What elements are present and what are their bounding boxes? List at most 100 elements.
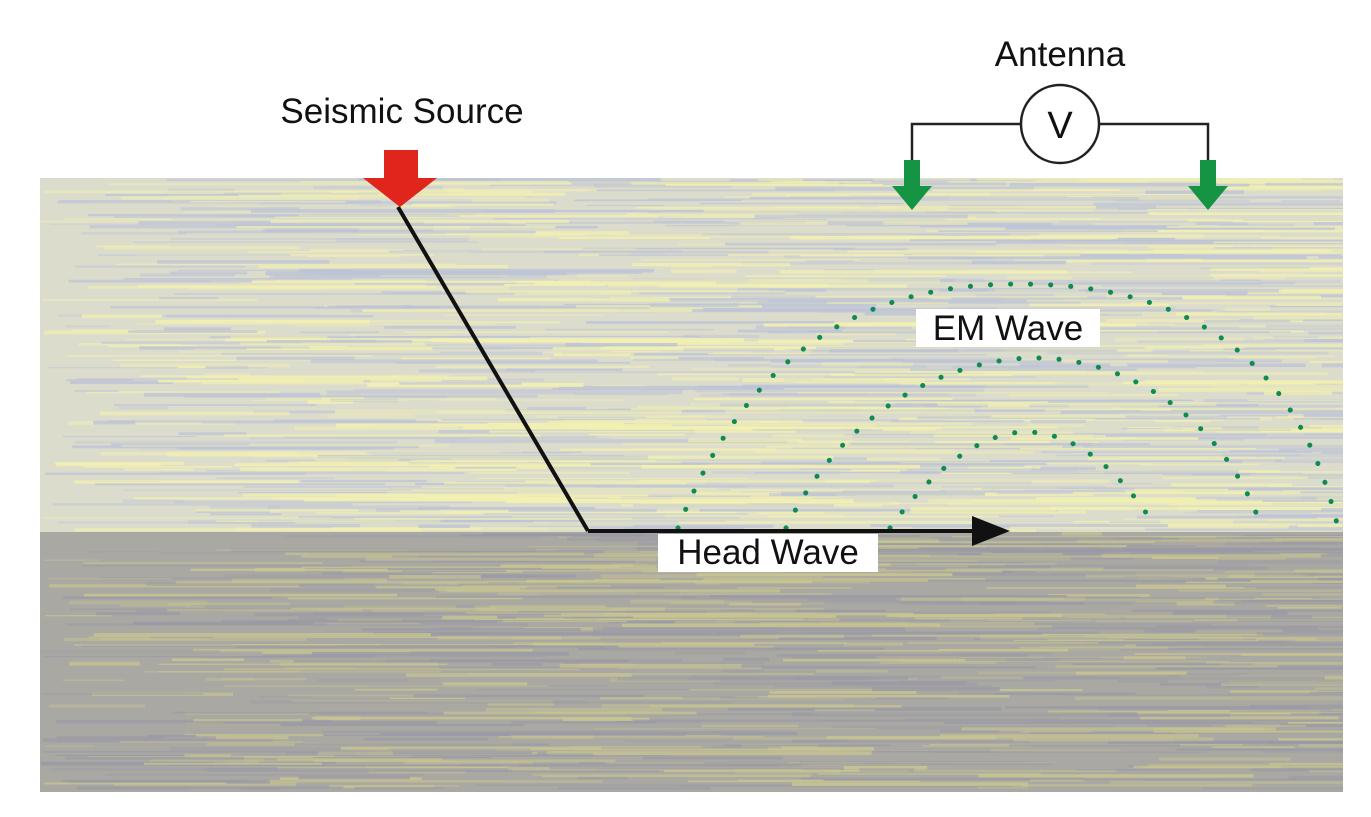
upper-layer-streak: [582, 247, 855, 250]
upper-layer-streak: [167, 188, 235, 192]
upper-layer-streak: [1140, 463, 1260, 466]
upper-layer-streak: [104, 246, 300, 250]
upper-layer-streak: [1272, 246, 1343, 251]
lower-layer-streak: [1068, 648, 1343, 651]
lower-layer-streak: [919, 761, 1053, 766]
lower-layer-streak: [1077, 539, 1343, 543]
upper-layer-streak: [81, 232, 187, 235]
upper-layer-streak: [729, 179, 1043, 182]
upper-layer-streak: [335, 409, 682, 414]
upper-layer-streak: [315, 306, 650, 310]
lower-layer-streak: [361, 628, 581, 632]
upper-layer-streak: [996, 240, 1214, 244]
upper-layer-streak: [122, 499, 184, 503]
upper-layer-streak: [210, 280, 555, 283]
upper-layer-streak: [303, 497, 560, 502]
lower-layer-streak: [938, 648, 1121, 651]
upper-layer-streak: [1262, 500, 1343, 502]
lower-layer-streak: [146, 734, 197, 738]
upper-layer-streak: [143, 392, 321, 397]
lower-layer-streak: [1023, 676, 1325, 680]
upper-layer-streak: [527, 406, 586, 411]
lower-layer-streak: [1072, 663, 1222, 665]
lower-layer-streak: [989, 620, 1091, 622]
lower-layer-streak: [317, 678, 410, 682]
lower-layer-streak: [511, 636, 780, 640]
lower-layer-streak: [928, 579, 1251, 582]
upper-layer-streak: [1118, 456, 1257, 458]
lower-layer-streak: [293, 659, 629, 663]
upper-layer-streak: [249, 437, 470, 440]
upper-layer-streak: [1213, 247, 1343, 249]
upper-layer-streak: [633, 278, 985, 283]
lower-layer-streak: [642, 756, 783, 760]
upper-layer-streak: [1284, 473, 1343, 475]
upper-layer-streak: [476, 478, 749, 480]
upper-layer-streak: [1194, 429, 1292, 431]
upper-layer-streak: [725, 409, 975, 414]
upper-layer-streak: [1228, 487, 1343, 491]
upper-layer-streak: [558, 385, 774, 388]
lower-layer-streak: [593, 631, 779, 633]
upper-layer-streak: [627, 212, 797, 217]
lower-layer-streak: [626, 609, 756, 613]
lower-layer-streak: [301, 566, 621, 569]
lower-layer-streak: [93, 633, 431, 637]
lower-layer-streak: [902, 616, 1067, 618]
lower-layer-streak: [886, 613, 1062, 618]
lower-layer-streak: [494, 645, 619, 648]
upper-layer-streak: [544, 250, 769, 254]
lower-layer-streak: [557, 786, 711, 790]
upper-layer-streak: [1154, 249, 1332, 253]
upper-layer-streak: [821, 362, 914, 367]
upper-layer-streak: [506, 368, 623, 371]
upper-layer-streak: [209, 505, 281, 509]
upper-layer-streak: [48, 367, 269, 369]
lower-layer-streak: [1231, 697, 1343, 699]
lower-layer-streak: [914, 615, 1023, 620]
lower-layer-streak: [49, 584, 300, 588]
upper-layer-streak: [797, 391, 1106, 394]
em-wave-front-inner: [887, 429, 1159, 531]
lower-layer-streak: [703, 577, 986, 582]
lower-layer-streak: [542, 775, 810, 778]
upper-layer-streak: [872, 427, 1122, 430]
upper-layer-streak: [1293, 418, 1343, 420]
upper-layer-streak: [1009, 393, 1179, 397]
upper-layer-streak: [316, 512, 481, 515]
upper-layer-streak: [1226, 459, 1282, 462]
lower-layer-streak: [723, 744, 891, 747]
upper-layer-streak: [900, 462, 1229, 464]
upper-layer-streak: [1019, 363, 1111, 368]
seismic-source-label: Seismic Source: [280, 92, 523, 131]
lower-layer-streak: [574, 748, 835, 751]
upper-layer-streak: [1157, 331, 1291, 333]
lower-layer-streak: [1256, 637, 1316, 641]
upper-layer-streak: [586, 204, 664, 206]
upper-layer-streak: [557, 416, 646, 418]
lower-layer-streak: [309, 712, 542, 716]
upper-layer-streak: [730, 489, 1026, 491]
lower-layer-streak: [1233, 535, 1343, 539]
upper-layer-streak: [1085, 289, 1279, 293]
upper-layer-streak: [113, 359, 353, 361]
upper-layer-streak: [113, 404, 317, 406]
upper-layer-streak: [238, 492, 518, 494]
lower-layer-streak: [1158, 757, 1291, 761]
lower-layer-streak: [1095, 620, 1192, 622]
lower-layer-streak: [442, 682, 528, 686]
lower-layer-streak: [389, 575, 481, 579]
lower-layer-streak: [511, 735, 594, 740]
upper-layer-streak: [928, 498, 1217, 503]
upper-layer-streak: [558, 279, 868, 283]
lower-layer-streak: [632, 719, 851, 722]
upper-layer-streak: [634, 415, 706, 418]
upper-layer-streak: [1217, 180, 1343, 184]
upper-layer-streak: [1309, 360, 1343, 364]
lower-layer-streak: [1061, 693, 1343, 696]
lower-layer-streak: [670, 601, 825, 605]
upper-layer-streak: [1189, 350, 1343, 352]
upper-layer-streak: [799, 468, 1036, 470]
upper-layer-streak: [157, 260, 330, 264]
upper-layer-streak: [326, 414, 415, 418]
